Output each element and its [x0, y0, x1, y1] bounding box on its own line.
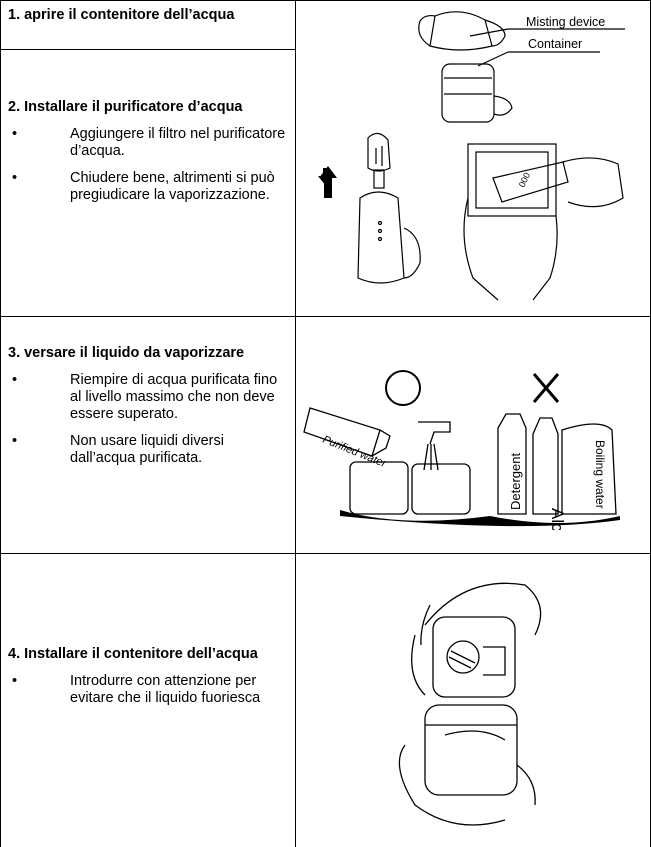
list-item: • Chiudere bene, altrimenti si può pregiu…: [8, 170, 290, 204]
open-container-illustration: Misting device Container: [400, 6, 630, 131]
svg-text:000: 000: [517, 171, 532, 189]
step-4-bullet-list: • Introdurre con attenzione per evitare c…: [8, 673, 290, 707]
list-item-text: Chiudere bene, altrimenti si può pregiud…: [70, 170, 275, 203]
row-divider-2: [0, 553, 651, 554]
table-border-left: [0, 0, 1, 847]
list-item-text: Introdurre con attenzione per evitare ch…: [70, 673, 261, 706]
bullet-glyph: •: [12, 126, 18, 142]
pour-liquid-illustration: Purified water Detergent Alcohol Boiling…: [300, 370, 645, 530]
bullet-glyph: •: [12, 170, 18, 186]
step-2-cell: 2. Installare il purificatore d’acqua • A…: [8, 99, 290, 214]
list-item: • Aggiungere il filtro nel purificatore d…: [8, 126, 290, 160]
step1-divider: [0, 49, 296, 50]
step-4-title: 4. Installare il contenitore dell’acqua: [8, 646, 258, 662]
install-container-illustration: [385, 565, 555, 835]
container-label: Container: [528, 37, 582, 51]
bullet-glyph: •: [12, 673, 18, 689]
table-border-top: [0, 0, 651, 1]
row-divider-1: [0, 316, 651, 317]
step-4-cell: 4. Installare il contenitore dell’acqua …: [8, 646, 290, 717]
detergent-label: Detergent: [508, 453, 523, 510]
list-item: • Riempire di acqua purificata fino al li…: [8, 372, 290, 423]
step-3-cell: 3. versare il liquido da vaporizzare • Ri…: [8, 345, 290, 477]
list-item-text: Riempire di acqua purificata fino al liv…: [70, 372, 278, 422]
misting-device-label: Misting device: [526, 15, 605, 29]
step-2-bullet-list: • Aggiungere il filtro nel purificatore d…: [8, 126, 290, 204]
list-item-text: Aggiungere il filtro nel purificatore d’…: [70, 126, 286, 159]
list-item-text: Non usare liquidi diversi dall’acqua pur…: [70, 433, 224, 466]
bullet-glyph: •: [12, 372, 18, 388]
alcohol-label: Alcohol: [548, 508, 567, 530]
step-1-title: 1. aprire il contenitore dell’acqua: [8, 7, 235, 23]
list-item: • Non usare liquidi diversi dall’acqua pu…: [8, 433, 290, 467]
list-item: • Introdurre con attenzione per evitare c…: [8, 673, 290, 707]
bullet-glyph: •: [12, 433, 18, 449]
step-3-title: 3. versare il liquido da vaporizzare: [8, 345, 245, 361]
table-column-divider: [295, 0, 296, 847]
step-2-title: 2. Installare il purificatore d’acqua: [8, 99, 243, 115]
install-purifier-illustration: 000: [318, 128, 638, 303]
step-1-cell: 1. aprire il contenitore dell’acqua: [8, 7, 290, 24]
step-3-bullet-list: • Riempire di acqua purificata fino al li…: [8, 372, 290, 467]
boiling-water-label: Boiling water: [593, 440, 607, 509]
ok-circle-icon: [385, 370, 421, 406]
